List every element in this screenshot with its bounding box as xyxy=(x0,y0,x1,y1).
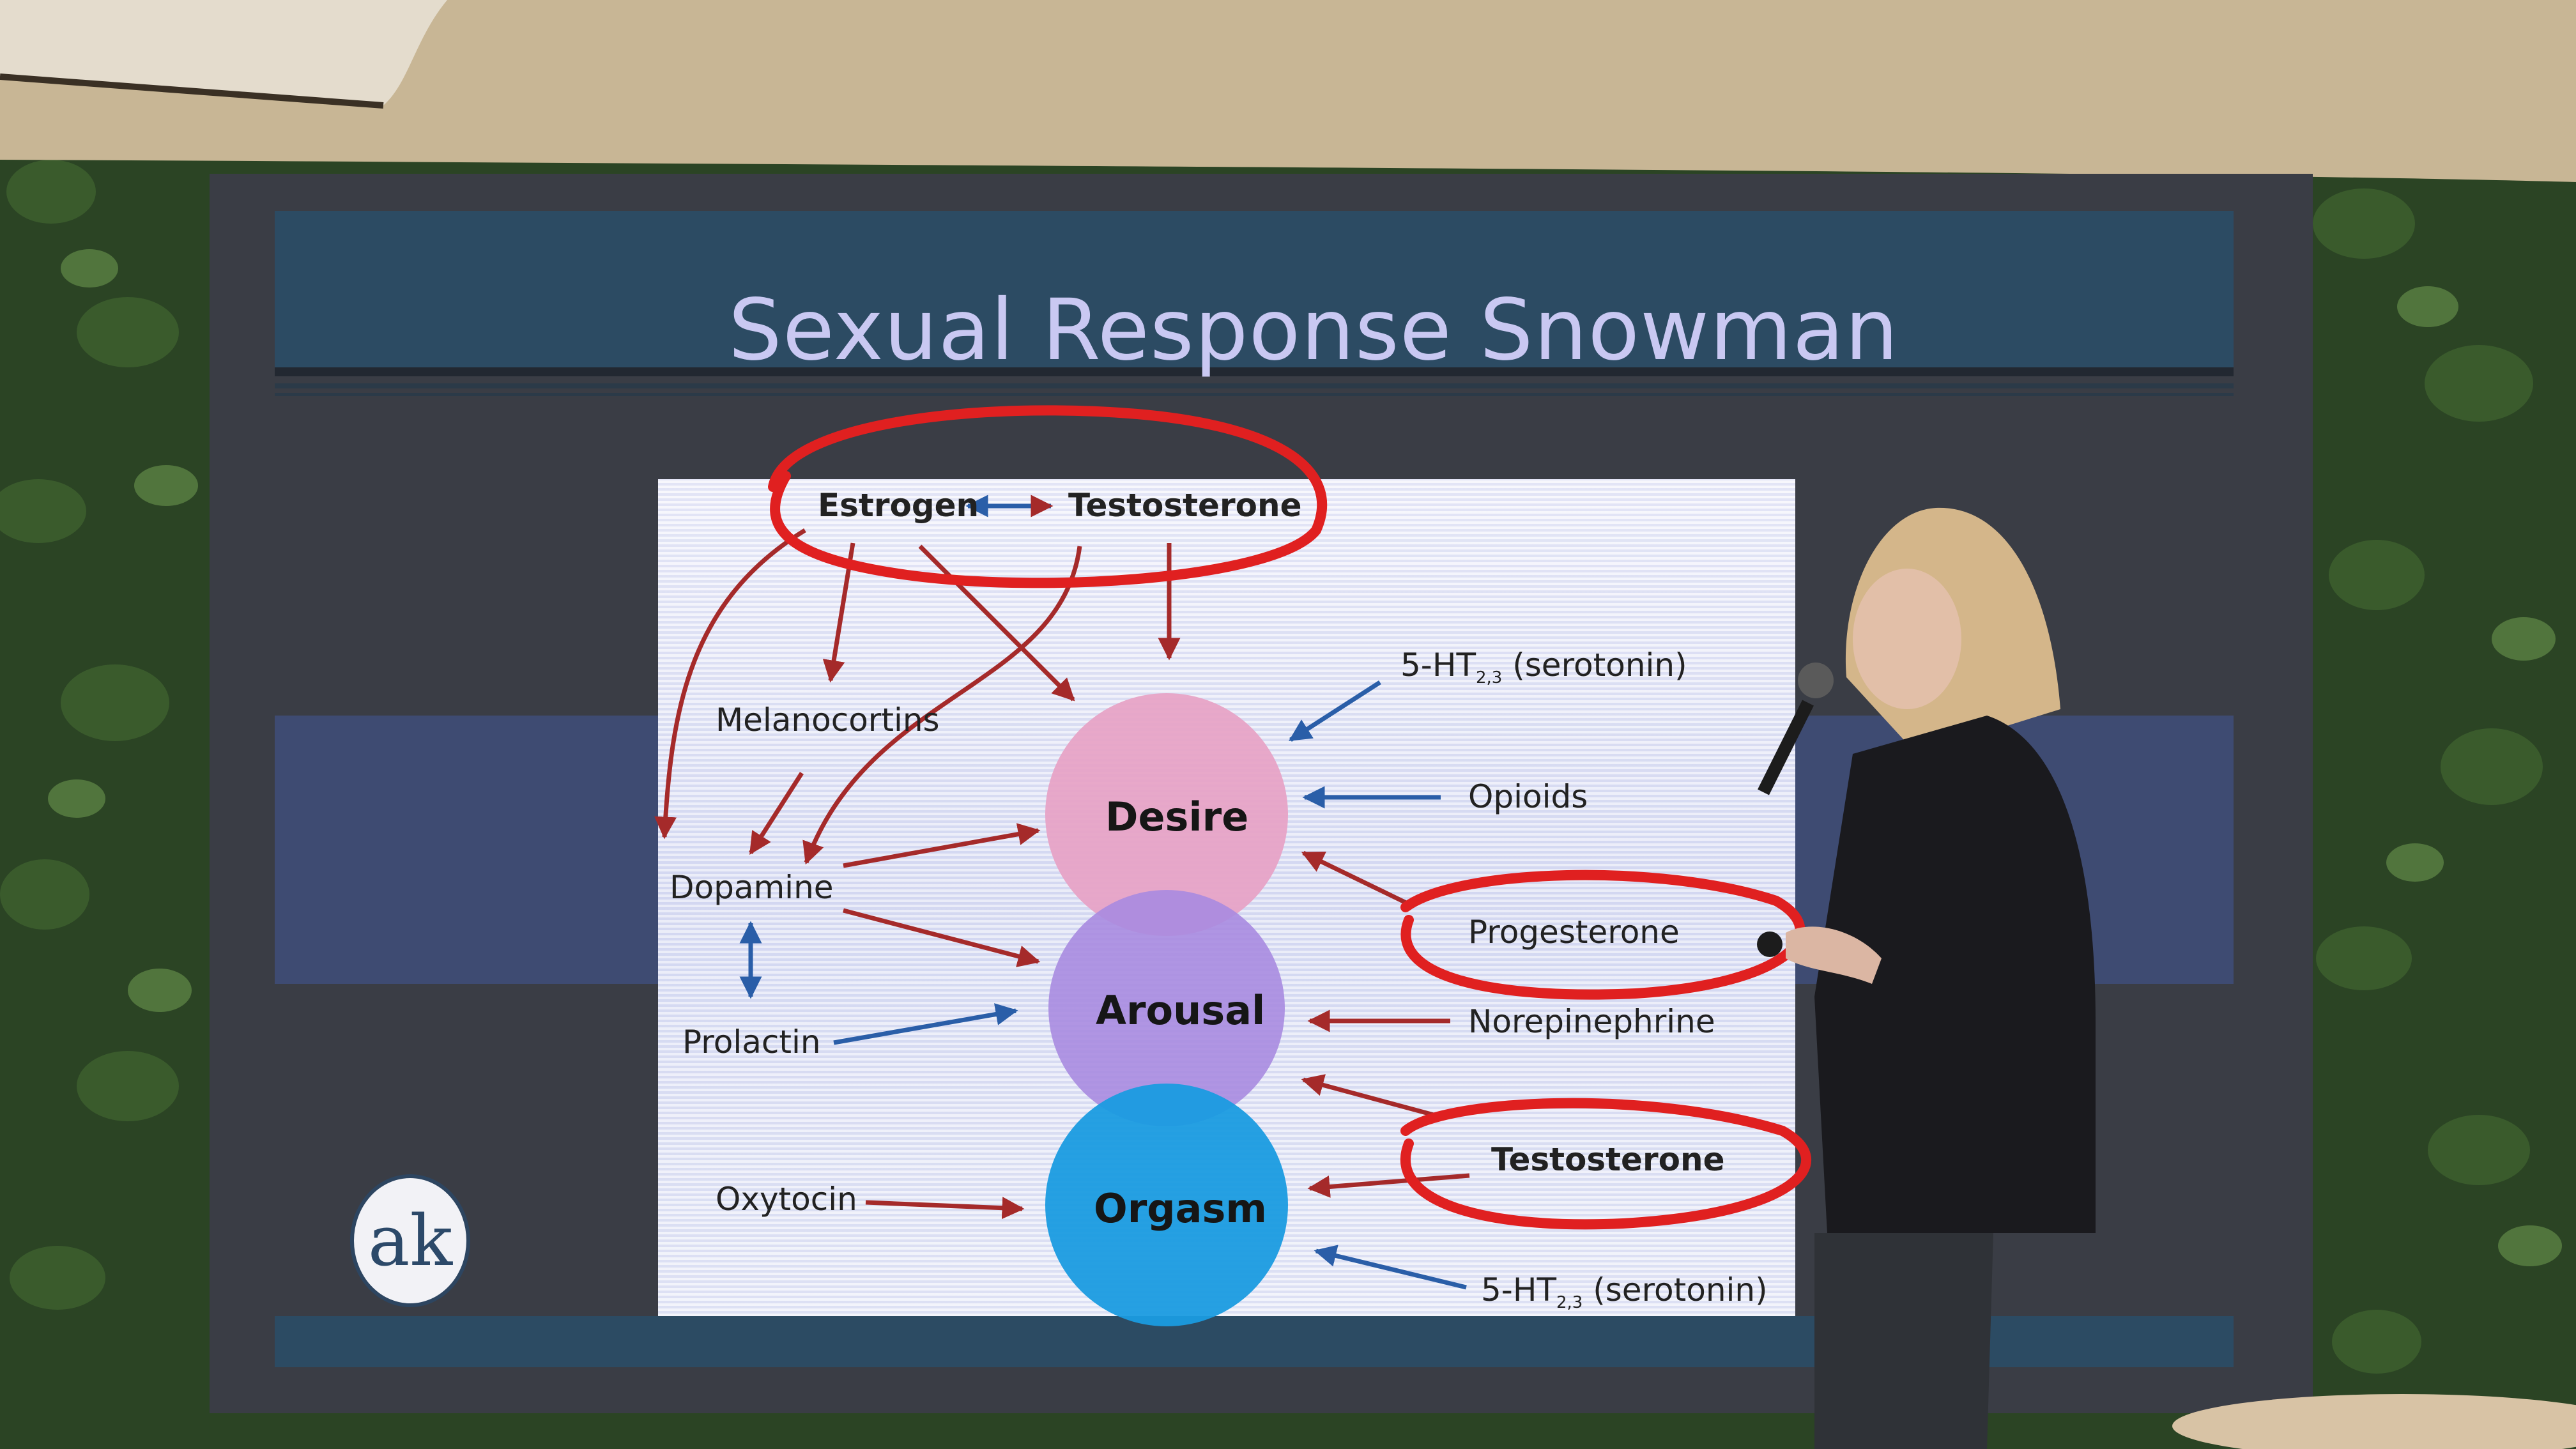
estrogen-dopamine-curve xyxy=(654,528,806,839)
serotonin-desire-arrow xyxy=(1289,680,1381,742)
label-oxytocin: Oxytocin xyxy=(716,1181,857,1218)
oxytocin-orgasm-arrow xyxy=(865,1197,1025,1220)
desire-circle xyxy=(1045,693,1288,936)
canopy xyxy=(0,0,2576,182)
testosterone-orgasm-arrow xyxy=(1307,1173,1470,1198)
testosterone-dopamine-curve xyxy=(802,546,1082,865)
label-serotonin-bottom: 5-HT2,3 (serotonin) xyxy=(1481,1271,1768,1312)
label-norepinephrine: Norepinephrine xyxy=(1468,1003,1715,1040)
label-testosterone-top: Testosterone xyxy=(1068,487,1302,524)
presenter xyxy=(1757,507,2096,1449)
serotonin-top-suffix: (serotonin) xyxy=(1502,647,1687,684)
prolactin-arousal-arrow xyxy=(833,1003,1018,1045)
slide-title: Sexual Response Snowman xyxy=(728,281,1899,379)
arousal-circle xyxy=(1048,890,1285,1126)
melanocortins-dopamine-arrow xyxy=(749,772,804,855)
label-opioids: Opioids xyxy=(1468,778,1588,815)
serotonin-top-subscript: 2,3 xyxy=(1476,668,1503,687)
arrows xyxy=(654,494,1470,1290)
progesterone-desire-arrow xyxy=(1301,850,1410,907)
label-estrogen: Estrogen xyxy=(818,487,979,524)
serotonin-top-prefix: 5-HT xyxy=(1400,647,1476,684)
serotonin-bottom-subscript: 2,3 xyxy=(1556,1293,1583,1312)
dopamine-desire-arrow xyxy=(843,823,1041,868)
label-orgasm: Orgasm xyxy=(1094,1185,1268,1232)
label-arousal: Arousal xyxy=(1096,987,1266,1034)
serotonin-bottom-suffix: (serotonin) xyxy=(1583,1271,1768,1308)
label-serotonin-top: 5-HT2,3 (serotonin) xyxy=(1400,647,1687,687)
testosterone-arousal-arrow xyxy=(1301,1074,1441,1119)
dopamine-arousal-arrow xyxy=(843,908,1041,967)
annotation-circle-hormones xyxy=(768,405,1328,588)
label-progesterone: Progesterone xyxy=(1468,914,1680,951)
orgasm-circle xyxy=(1045,1084,1288,1326)
label-testosterone-bottom: Testosterone xyxy=(1491,1141,1725,1178)
label-dopamine: Dopamine xyxy=(670,869,834,906)
side-table xyxy=(2172,1394,2576,1449)
ak-logo: ak xyxy=(350,1174,470,1307)
serotonin-orgasm-arrow xyxy=(1314,1245,1467,1290)
label-desire: Desire xyxy=(1105,793,1249,840)
label-melanocortins: Melanocortins xyxy=(716,702,940,739)
estrogen-desire-arrow xyxy=(918,544,1075,702)
serotonin-bottom-prefix: 5-HT xyxy=(1481,1271,1556,1308)
annotation-circle-testosterone xyxy=(1400,1098,1812,1230)
label-prolactin: Prolactin xyxy=(682,1023,821,1061)
